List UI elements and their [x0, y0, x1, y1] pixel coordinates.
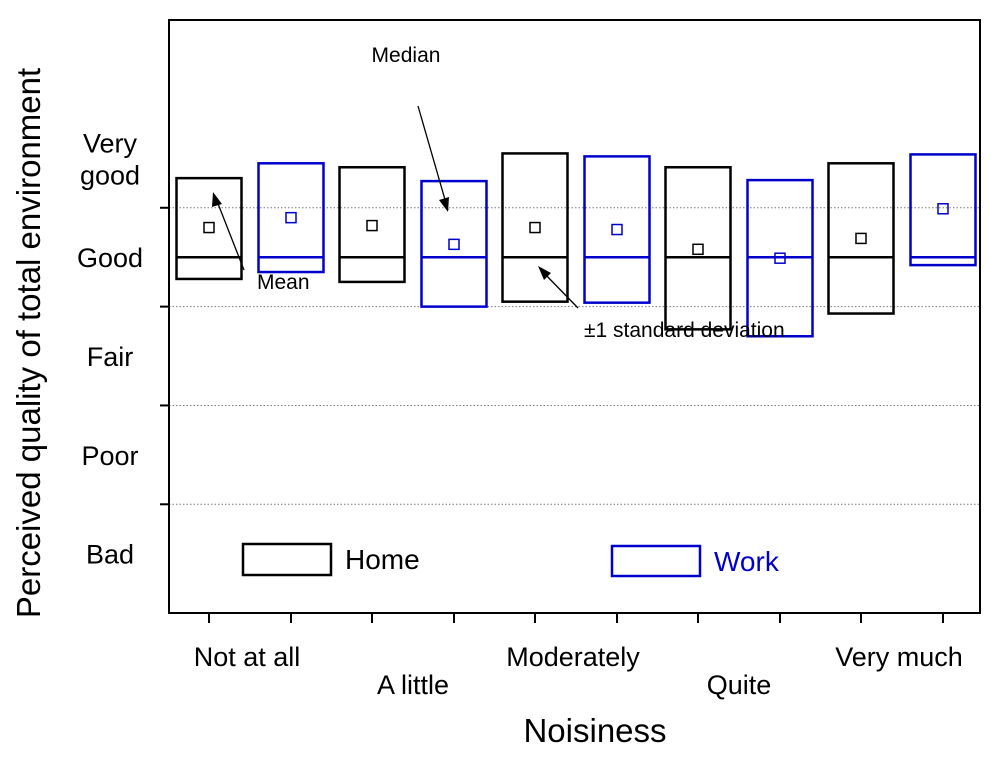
y-axis-title: Perceived quality of total environment: [10, 68, 47, 618]
annotation-median-label: Median: [372, 44, 441, 67]
y-tick-label: Bad: [86, 540, 134, 570]
mean-marker: [529, 221, 541, 234]
x-tick-label: Not at all: [194, 642, 301, 672]
mean-marker: [692, 243, 704, 256]
box-work: [420, 179, 488, 308]
mean-marker: [774, 252, 786, 264]
mean-marker: [203, 221, 215, 234]
legend: Home Work: [241, 542, 780, 578]
mean-marker: [855, 232, 867, 245]
y-tick-label: Good: [77, 243, 143, 273]
annotation-std-arrowhead: [538, 266, 551, 280]
mean-marker: [937, 203, 949, 215]
std-box: [420, 179, 488, 308]
x-tick-label: Quite: [707, 670, 772, 700]
std-box: [664, 166, 732, 331]
std-box: [501, 152, 569, 303]
annotation-std-label: ±1 standard deviation: [584, 319, 785, 342]
x-tick-label: Very much: [835, 642, 963, 672]
box-home: [338, 166, 406, 284]
y-tick-label: Poor: [81, 441, 138, 471]
std-box: [257, 162, 325, 274]
box-work: [257, 162, 325, 274]
annotation-mean: Mean: [212, 192, 310, 294]
box-home: [827, 162, 895, 315]
box-home: [664, 166, 732, 331]
mean-marker: [611, 223, 623, 236]
box-work: [746, 178, 814, 338]
mean-marker: [366, 219, 378, 232]
legend-home-swatch: [241, 542, 333, 577]
x-axis-title: Noisiness: [523, 712, 666, 749]
std-box: [175, 176, 243, 281]
legend-home-label: Home: [345, 544, 420, 575]
box-home: [501, 152, 569, 303]
legend-work-swatch: [610, 544, 702, 578]
boxes: [175, 152, 977, 338]
legend-work-label: Work: [714, 546, 780, 577]
box-home: [175, 176, 243, 281]
box-work: [909, 153, 977, 267]
x-tick-label: Moderately: [506, 642, 640, 672]
std-box: [338, 166, 406, 284]
annotation-median-arrow: [417, 105, 449, 211]
annotation-mean-arrowhead: [212, 192, 222, 207]
annotation-median-arrowhead: [439, 197, 449, 212]
y-tick-label: Fair: [87, 342, 134, 372]
plot-frame: [168, 19, 981, 614]
mean-marker: [448, 238, 460, 251]
mean-marker: [285, 211, 297, 224]
x-tick-label: A little: [377, 670, 449, 700]
axis-ticks: [160, 206, 944, 623]
grid-lines: [169, 207, 980, 505]
annotation-median: Median: [372, 44, 449, 212]
std-box: [827, 162, 895, 315]
box-work: [583, 155, 651, 304]
std-box: [583, 155, 651, 304]
annotation-mean-label: Mean: [257, 271, 310, 294]
std-box: [909, 153, 977, 267]
annotation-std: ±1 standard deviation: [538, 266, 785, 342]
annotation-mean-arrow: [214, 195, 245, 271]
